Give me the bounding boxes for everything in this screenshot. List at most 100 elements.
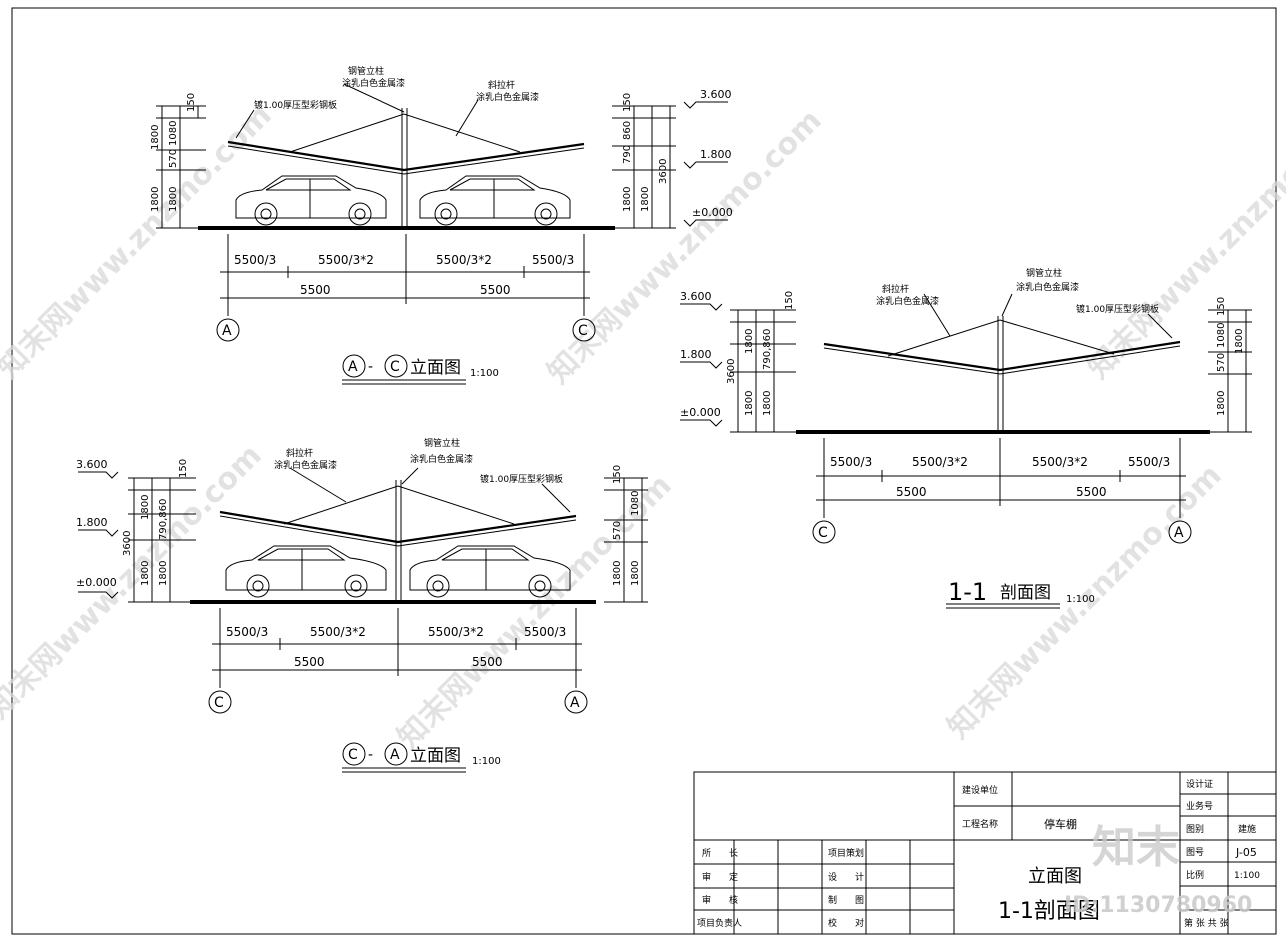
svg-text:5500/3: 5500/3 bbox=[226, 625, 268, 639]
svg-text:C: C bbox=[348, 747, 358, 763]
svg-text:-: - bbox=[368, 359, 373, 375]
right-dimensions: 150 860 790 1800 1800 3600 bbox=[612, 93, 676, 229]
level-text: 3.600 bbox=[700, 88, 732, 101]
svg-text:150: 150 bbox=[784, 291, 795, 310]
dim-text: 1800 bbox=[168, 187, 179, 212]
note-roof: 镀1.00厚压型彩钢板 bbox=[254, 99, 337, 111]
watermark-text: 知末网www.znzmo.com bbox=[1081, 98, 1286, 386]
dim-text: 3600 bbox=[658, 159, 669, 184]
axis-bubble bbox=[572, 318, 596, 342]
svg-text:1800: 1800 bbox=[1234, 329, 1245, 354]
svg-text:5500/3*2: 5500/3*2 bbox=[1032, 455, 1088, 469]
label-drawing-type: 图别 bbox=[1186, 824, 1204, 835]
svg-text:1.800: 1.800 bbox=[680, 348, 712, 361]
svg-text:-: - bbox=[368, 747, 373, 763]
label-scale: 比例 bbox=[1186, 869, 1204, 881]
svg-text:5500: 5500 bbox=[472, 655, 503, 669]
svg-text:150: 150 bbox=[178, 459, 189, 478]
note-column: 钢管立柱 bbox=[424, 437, 460, 449]
roof-panel bbox=[823, 340, 1181, 372]
svg-text:1800: 1800 bbox=[762, 391, 773, 416]
svg-text:790,860: 790,860 bbox=[762, 329, 773, 370]
svg-text:C: C bbox=[390, 359, 400, 375]
svg-text:1800: 1800 bbox=[612, 561, 623, 586]
dim-text: 1800 bbox=[640, 187, 651, 212]
view-title: A - C 立面图 1:100 bbox=[342, 354, 499, 385]
left-dimensions: 150 1800 790,860 3600 1800 1800 bbox=[122, 459, 196, 603]
svg-text:1800: 1800 bbox=[630, 561, 641, 586]
note-column: 钢管立柱 bbox=[348, 65, 384, 77]
svg-text:1-1: 1-1 bbox=[948, 578, 987, 606]
note-brace: 斜拉杆 bbox=[286, 447, 313, 459]
note-column-paint: 涂乳白色金属漆 bbox=[342, 77, 405, 89]
svg-text:5500/3: 5500/3 bbox=[524, 625, 566, 639]
level-text: 3.600 bbox=[76, 458, 108, 471]
svg-text:1080: 1080 bbox=[630, 491, 641, 516]
svg-text:A: A bbox=[348, 359, 358, 375]
left-dimensions: 150 1800 790,860 3600 1800 1800 bbox=[726, 291, 796, 433]
dim-text: 150 bbox=[186, 93, 197, 112]
svg-text:涂乳白色金属漆: 涂乳白色金属漆 bbox=[1016, 281, 1079, 293]
level-marks: 3.600 1.800 ±0.000 bbox=[76, 458, 119, 599]
drawing-title-1: 立面图 bbox=[1028, 866, 1082, 887]
svg-text:镀1.00厚压型彩钢板: 镀1.00厚压型彩钢板 bbox=[1076, 303, 1159, 315]
note-brace: 斜拉杆 bbox=[488, 79, 515, 91]
roof-panel-under bbox=[219, 515, 577, 547]
dim-text: 5500 bbox=[300, 283, 331, 297]
dim-text: 790 bbox=[622, 145, 633, 164]
role-label: 项目负责人 bbox=[697, 917, 742, 929]
watermark-logo: 知末 bbox=[1092, 822, 1180, 873]
dim-text: 5500/3 bbox=[532, 253, 574, 267]
label-design-cert: 设计证 bbox=[1186, 778, 1213, 790]
note-roof: 镀1.00厚压型彩钢板 bbox=[480, 473, 563, 485]
tie-rod bbox=[887, 319, 1115, 357]
svg-text:剖面图: 剖面图 bbox=[1000, 583, 1051, 603]
svg-text:±0.000: ±0.000 bbox=[680, 406, 721, 419]
car bbox=[419, 175, 571, 226]
axis-label: C bbox=[578, 323, 588, 339]
svg-text:1800: 1800 bbox=[1216, 391, 1227, 416]
drawing-title-2: 1-1剖面图 bbox=[998, 899, 1100, 924]
axis-label: A bbox=[570, 695, 580, 711]
role-label: 校 对 bbox=[828, 917, 864, 929]
dim-text: 5500 bbox=[480, 283, 511, 297]
role-label: 审 核 bbox=[702, 894, 738, 906]
label-build-unit: 建设单位 bbox=[962, 784, 998, 796]
svg-text:150: 150 bbox=[1216, 297, 1227, 316]
elevation-a-c: 钢管立柱 涂乳白色金属漆 斜拉杆 涂乳白色金属漆 镀1.00厚压型彩钢板 180… bbox=[150, 65, 733, 385]
svg-text:5500: 5500 bbox=[1076, 485, 1107, 499]
role-label: 制 图 bbox=[828, 894, 864, 906]
left-dimensions: 1800 1800 150 1080 570 1800 bbox=[150, 93, 206, 229]
dim-text: 5500/3*2 bbox=[318, 253, 374, 267]
axis-bubble bbox=[812, 520, 836, 544]
svg-text:5500/3*2: 5500/3*2 bbox=[912, 455, 968, 469]
svg-text:1800: 1800 bbox=[140, 495, 151, 520]
tie-rod bbox=[283, 485, 515, 525]
right-dimensions: 150 1080 570 1800 1800 bbox=[604, 465, 648, 603]
right-dimensions: 150 1080 570 1800 1800 bbox=[1208, 297, 1252, 433]
svg-text:1800: 1800 bbox=[744, 391, 755, 416]
view-scale: 1:100 bbox=[472, 756, 501, 767]
note-brace-paint: 涂乳白色金属漆 bbox=[476, 91, 539, 103]
view-scale: 1:100 bbox=[1066, 594, 1095, 605]
watermark-id: ID:1130780960 bbox=[1064, 893, 1252, 918]
drawing-no: J-05 bbox=[1235, 846, 1257, 859]
svg-text:1800: 1800 bbox=[158, 561, 169, 586]
axis-bubble bbox=[564, 690, 588, 714]
svg-text:3600: 3600 bbox=[122, 531, 133, 556]
label-drawing-no: 图号 bbox=[1186, 847, 1204, 858]
car bbox=[409, 545, 571, 598]
view-title: C - A 立面图 1:100 bbox=[342, 742, 501, 773]
svg-text:5500: 5500 bbox=[896, 485, 927, 499]
svg-text:570: 570 bbox=[1216, 353, 1227, 372]
role-label: 审 定 bbox=[702, 871, 738, 883]
svg-text:5500/3*2: 5500/3*2 bbox=[428, 625, 484, 639]
dim-text: 150 bbox=[622, 93, 633, 112]
dim-text: 5500/3 bbox=[234, 253, 276, 267]
car bbox=[235, 175, 387, 226]
svg-text:1800: 1800 bbox=[744, 329, 755, 354]
svg-text:5500: 5500 bbox=[294, 655, 325, 669]
level-text: 1.800 bbox=[700, 148, 732, 161]
dim-text: 5500/3*2 bbox=[436, 253, 492, 267]
